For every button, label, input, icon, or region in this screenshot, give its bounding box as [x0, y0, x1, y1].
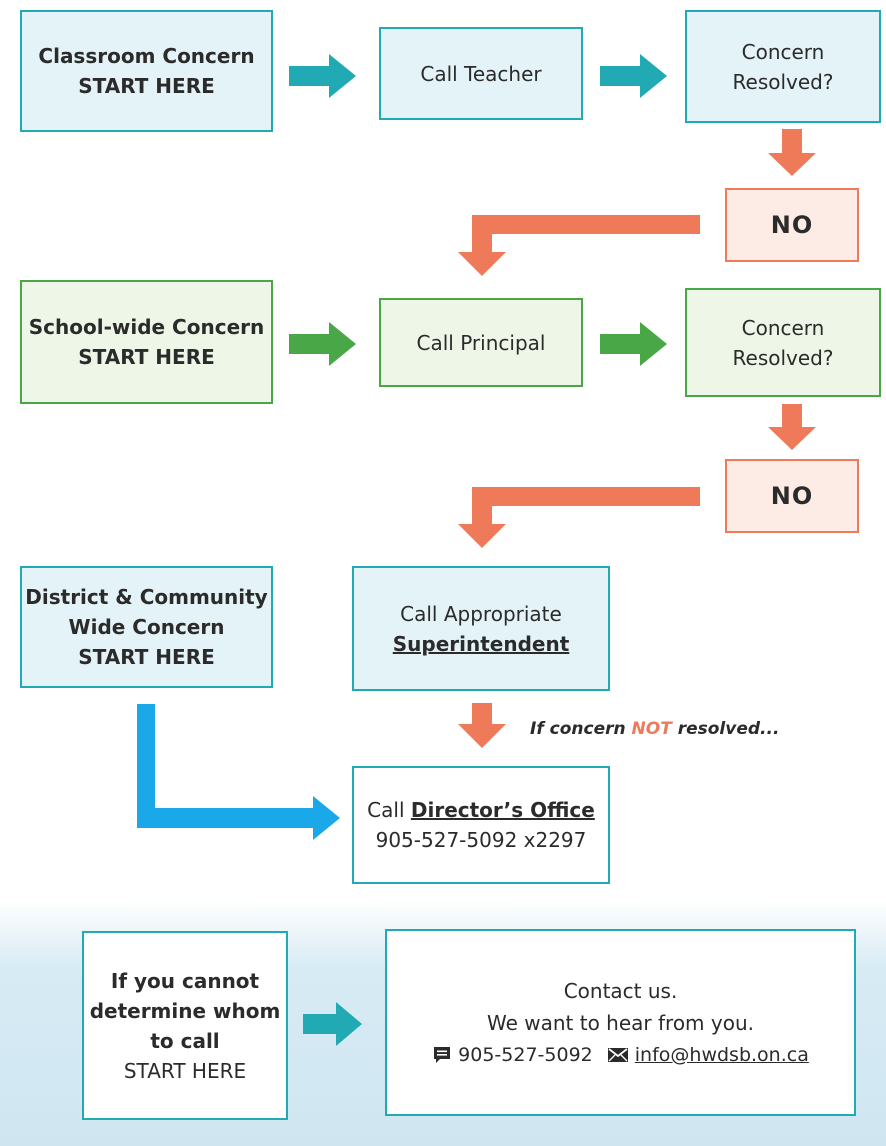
- arrow-down-2: [768, 404, 816, 450]
- resolved-label: Resolved?: [732, 345, 834, 370]
- no-box-2: NO: [725, 459, 859, 533]
- arrow-right-1a: [289, 54, 356, 98]
- call-teacher-box: Call Teacher: [379, 27, 583, 120]
- district-community-concern-start-box: District & Community Wide Concern START …: [20, 566, 273, 688]
- cannot-determine-start-box: If you cannot determine whom to call STA…: [82, 931, 288, 1120]
- classroom-concern-label: Classroom Concern: [38, 44, 255, 68]
- contact-email-link[interactable]: info@hwdsb.on.ca: [634, 1043, 809, 1066]
- no-label: NO: [770, 211, 814, 239]
- arrow-right-2b: [600, 322, 667, 366]
- hear-from-you-text: We want to hear from you.: [486, 1010, 754, 1035]
- no-label: NO: [770, 482, 814, 510]
- arrow-right-2a: [289, 322, 356, 366]
- concern-resolved-box-1: Concern Resolved?: [685, 10, 881, 123]
- speech-bubble-icon: [434, 1046, 451, 1063]
- envelope-icon: [607, 1047, 628, 1062]
- concern-label: Concern: [741, 39, 825, 64]
- call-principal-box: Call Principal: [379, 298, 583, 387]
- classroom-concern-start-box: Classroom Concern START HERE: [20, 10, 273, 132]
- note-emphasis: NOT: [631, 719, 672, 739]
- not-resolved-note: If concern NOT resolved...: [530, 719, 779, 739]
- arrow-down-1: [768, 129, 816, 176]
- cannot-determine-line1: If you cannot: [110, 968, 260, 993]
- arrow-down-3: [458, 703, 506, 748]
- arrow-elbow-2: [458, 487, 700, 548]
- start-here-label: START HERE: [78, 74, 215, 98]
- arrow-elbow-3: [137, 704, 340, 840]
- directors-office-link[interactable]: Director’s Office: [410, 798, 595, 822]
- director-phone: 905-527-5092 x2297: [375, 828, 587, 852]
- contact-phone[interactable]: 905-527-5092: [458, 1043, 593, 1066]
- school-wide-concern-label: School-wide Concern: [28, 315, 265, 339]
- cannot-determine-line3: to call: [150, 1028, 220, 1053]
- no-box-1: NO: [725, 188, 859, 262]
- call-teacher-label: Call Teacher: [420, 61, 542, 86]
- arrow-right-4: [303, 1002, 362, 1046]
- directors-office-box: Call Director’s Office 905-527-5092 x229…: [352, 766, 610, 884]
- school-wide-concern-start-box: School-wide Concern START HERE: [20, 280, 273, 404]
- call-superintendent-box: Call Appropriate Superintendent: [352, 566, 610, 691]
- concern-resolved-box-2: Concern Resolved?: [685, 288, 881, 397]
- directors-office-line: Call Director’s Office: [367, 795, 595, 825]
- call-principal-label: Call Principal: [416, 330, 546, 355]
- wide-concern-label: Wide Concern: [68, 615, 225, 639]
- contact-details: 905-527-5092 info@hwdsb.on.ca: [432, 1039, 809, 1071]
- superintendent-label: Superintendent: [392, 631, 570, 656]
- call-appropriate-label: Call Appropriate: [400, 601, 562, 626]
- district-community-label: District & Community: [25, 585, 268, 609]
- concern-label: Concern: [741, 315, 825, 340]
- start-here-label: START HERE: [78, 645, 215, 669]
- start-here-label: START HERE: [78, 345, 215, 369]
- contact-us-box: Contact us. We want to hear from you. 90…: [385, 929, 856, 1116]
- cannot-determine-line2: determine whom: [89, 998, 281, 1023]
- note-part1: If concern: [530, 719, 632, 739]
- note-part2: resolved...: [671, 719, 780, 739]
- resolved-label: Resolved?: [732, 69, 834, 94]
- call-prefix: Call: [367, 798, 411, 822]
- start-here-label: START HERE: [123, 1058, 247, 1083]
- arrow-elbow-1: [458, 215, 700, 276]
- contact-us-heading: Contact us.: [563, 978, 678, 1003]
- arrow-right-1b: [600, 54, 667, 98]
